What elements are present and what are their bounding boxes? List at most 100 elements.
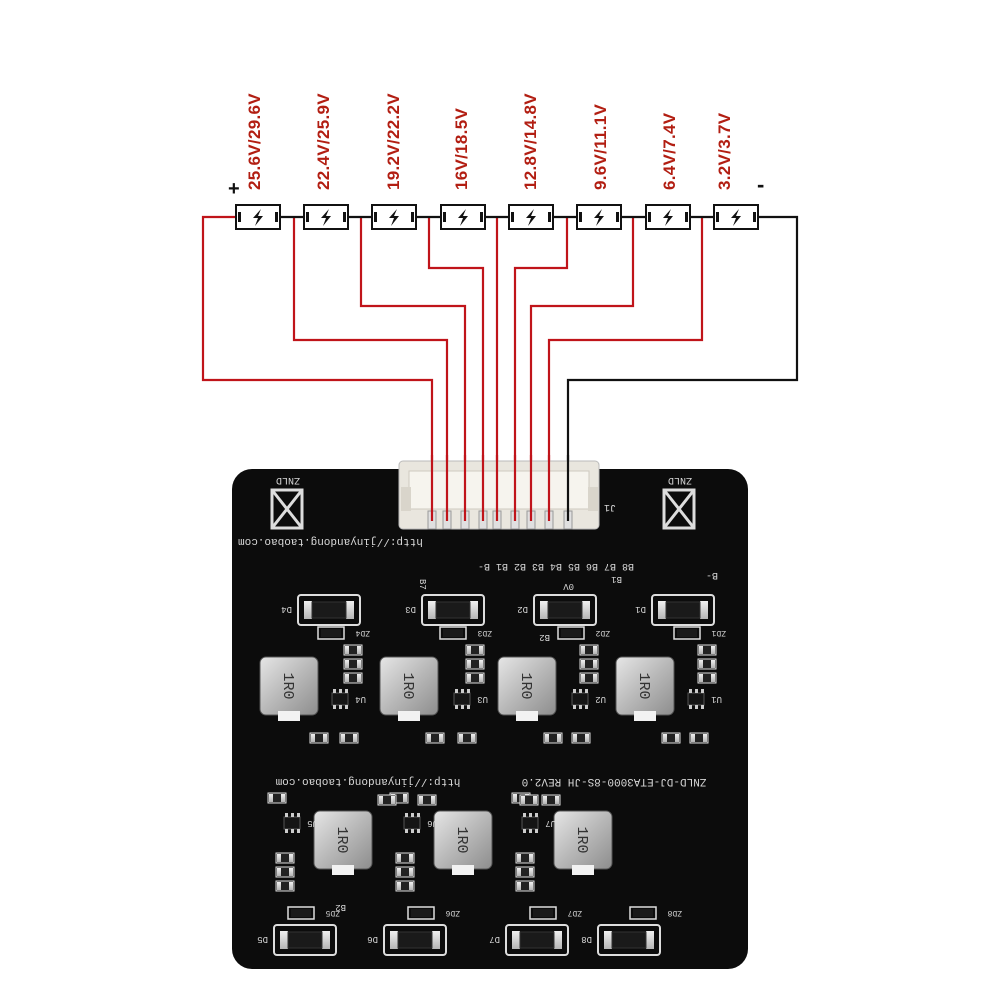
smd-passive xyxy=(343,644,363,656)
svg-text:B1: B1 xyxy=(611,574,622,584)
smd-passive xyxy=(339,732,359,744)
inductor-1r0: 1R0 xyxy=(313,810,373,875)
plus-terminal-label: + xyxy=(228,178,240,200)
diode-smd: D3 xyxy=(405,594,485,626)
svg-text:D6: D6 xyxy=(367,934,378,944)
inductor-1r0: 1R0 xyxy=(497,656,557,721)
silk-model: ZNLD-DJ-ETA3000-8S-JH REV2.0 xyxy=(522,775,707,787)
smd-passive xyxy=(343,672,363,684)
smd-passive xyxy=(465,644,485,656)
silk-url-top: http://jinyandong.taobao.com xyxy=(238,535,423,547)
zener-diode: ZD1 xyxy=(673,626,726,640)
svg-text:U5: U5 xyxy=(307,818,318,828)
svg-text:D3: D3 xyxy=(405,604,416,614)
svg-text:1R0: 1R0 xyxy=(517,672,534,699)
svg-text:1R0: 1R0 xyxy=(573,826,590,853)
smd-passive xyxy=(395,880,415,892)
ic-chip: U4 xyxy=(331,689,366,709)
smd-passive xyxy=(457,732,477,744)
svg-text:ZNLD: ZNLD xyxy=(668,474,692,485)
smd-passive xyxy=(275,866,295,878)
wire-b7 xyxy=(292,217,449,525)
wire-b6 xyxy=(359,217,467,525)
smd-passive xyxy=(515,852,535,864)
silk-pin-labels: B8 B7 B6 B5 B4 B3 B2 B1 B- xyxy=(478,560,634,571)
svg-text:U4: U4 xyxy=(355,694,366,704)
svg-text:U3: U3 xyxy=(477,694,488,704)
smd-passive xyxy=(689,732,709,744)
zener-diode: ZD5 xyxy=(287,906,340,920)
wire-b5 xyxy=(427,217,485,525)
svg-text:U1: U1 xyxy=(711,694,722,704)
inductor-1r0: 1R0 xyxy=(615,656,675,721)
inductor-1r0: 1R0 xyxy=(379,656,439,721)
battery-cell-icon xyxy=(235,204,281,230)
wire-b2 xyxy=(529,217,635,525)
minus-terminal-label: - xyxy=(757,172,765,197)
smd-passive xyxy=(579,644,599,656)
smd-passive xyxy=(697,644,717,656)
smd-passive xyxy=(579,672,599,684)
smd-passive xyxy=(377,794,397,806)
inductor-1r0: 1R0 xyxy=(553,810,613,875)
smd-passive xyxy=(519,794,539,806)
svg-text:1R0: 1R0 xyxy=(279,672,296,699)
svg-text:ZD8: ZD8 xyxy=(667,908,682,917)
smd-passive xyxy=(697,672,717,684)
svg-text:U2: U2 xyxy=(595,694,606,704)
smd-passive xyxy=(541,794,561,806)
svg-text:0V: 0V xyxy=(563,581,574,591)
diode-smd: D7 xyxy=(489,924,569,956)
smd-passive xyxy=(395,852,415,864)
svg-text:D8: D8 xyxy=(581,934,592,944)
diode-smd: D5 xyxy=(257,924,337,956)
smd-passive xyxy=(465,672,485,684)
svg-text:D1: D1 xyxy=(635,604,646,614)
svg-text:1R0: 1R0 xyxy=(399,672,416,699)
svg-text:ZNLD: ZNLD xyxy=(276,474,300,485)
ic-chip: U2 xyxy=(571,689,606,709)
smd-passive xyxy=(343,658,363,670)
wire-b8 xyxy=(201,215,434,525)
svg-text:ZD2: ZD2 xyxy=(595,628,610,637)
ic-chip: U6 xyxy=(403,813,438,833)
svg-text:U6: U6 xyxy=(427,818,438,828)
pcb-artwork: ZNLD ZNLD http://jinyandong.taobao.com B… xyxy=(232,455,748,969)
svg-text:ZD3: ZD3 xyxy=(477,628,492,637)
battery-cell-icon xyxy=(576,204,622,230)
smd-passive xyxy=(661,732,681,744)
svg-text:D7: D7 xyxy=(489,934,500,944)
brand-logo-right: ZNLD xyxy=(662,474,696,530)
wiring-diagram xyxy=(201,204,799,525)
svg-text:U7: U7 xyxy=(545,818,556,828)
svg-text:ZD6: ZD6 xyxy=(445,908,460,917)
smd-passive xyxy=(571,732,591,744)
diode-smd: D8 xyxy=(581,924,661,956)
svg-text:ZD1: ZD1 xyxy=(711,628,726,637)
zener-diode: ZD3 xyxy=(439,626,492,640)
inductor-1r0: 1R0 xyxy=(259,656,319,721)
ic-chip: U1 xyxy=(687,689,722,709)
smd-passive xyxy=(425,732,445,744)
svg-text:1R0: 1R0 xyxy=(453,826,470,853)
svg-text:1R0: 1R0 xyxy=(333,826,350,853)
smd-passive xyxy=(395,866,415,878)
svg-text:D4: D4 xyxy=(281,604,292,614)
smd-passive xyxy=(465,658,485,670)
ic-chip: U3 xyxy=(453,689,488,709)
smd-passive xyxy=(275,852,295,864)
brand-logo-left: ZNLD xyxy=(270,474,304,530)
svg-text:1R0: 1R0 xyxy=(635,672,652,699)
silk-j1: J1 xyxy=(604,501,616,512)
zener-diode: ZD2 xyxy=(557,626,610,640)
balance-board-pcb: ZNLD ZNLD http://jinyandong.taobao.com B… xyxy=(228,455,752,978)
silk-url-mid: http://jinyandong.taobao.com xyxy=(275,775,460,787)
battery-cell-icon xyxy=(440,204,486,230)
zener-diode: ZD7 xyxy=(529,906,582,920)
battery-cell-icon xyxy=(645,204,691,230)
wire-b-minus xyxy=(566,215,799,525)
smd-passive xyxy=(515,880,535,892)
battery-cell-icon xyxy=(508,204,554,230)
diode-smd: D4 xyxy=(281,594,361,626)
svg-text:ZD7: ZD7 xyxy=(567,908,582,917)
